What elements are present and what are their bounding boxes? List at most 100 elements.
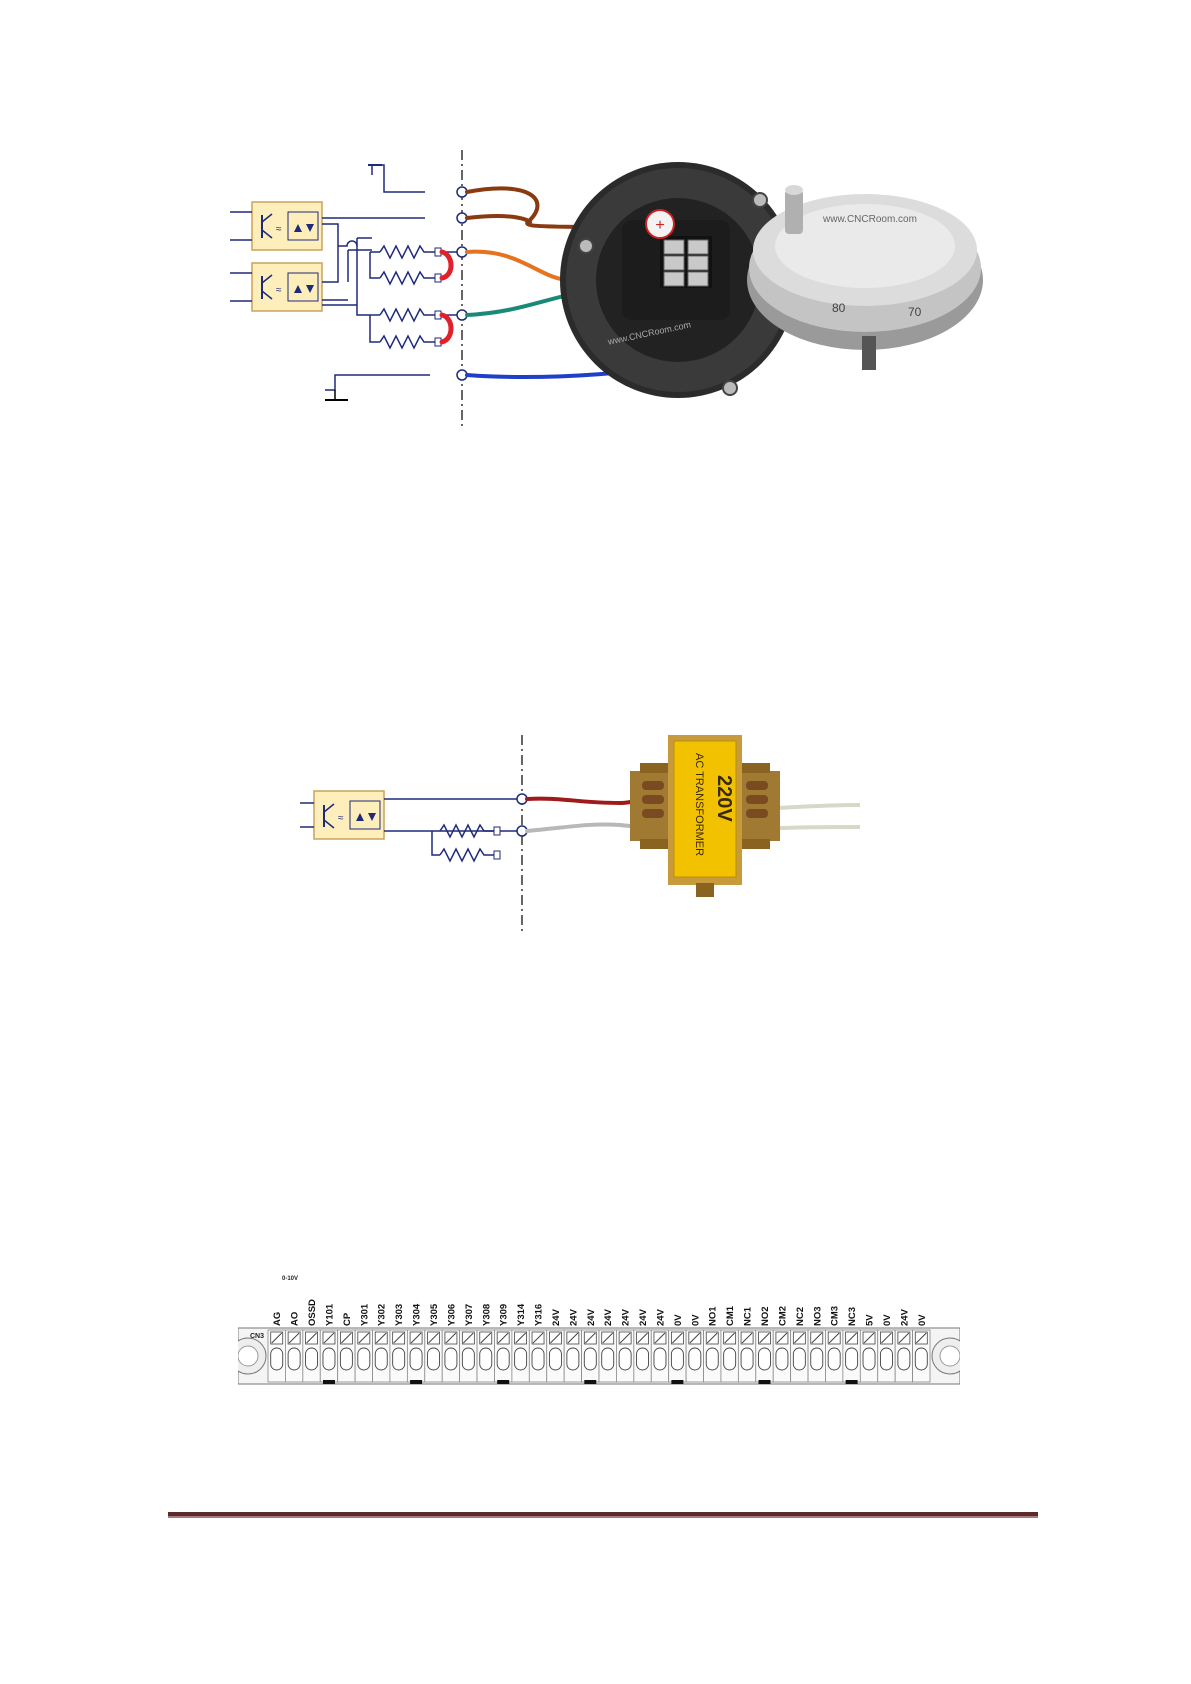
terminal-plus-symbol: + — [655, 217, 664, 234]
terminal-label: 0V — [673, 1314, 684, 1326]
resistor-terminals — [435, 248, 441, 346]
terminal-slots: AG AO OSSD Y101 CP Y301 Y302 Y303 Y304 Y305 Y306 Y3… — [268, 1299, 930, 1384]
terminal-label: Y302 — [377, 1304, 388, 1326]
terminal-12: Y307 — [460, 1304, 477, 1382]
terminal-7: Y302 — [373, 1304, 390, 1382]
terminal-label: 5V — [865, 1314, 876, 1326]
terminal-31: NC2 — [791, 1307, 808, 1382]
terminal-13: Y308 — [477, 1304, 494, 1382]
terminal-9: Y304 — [407, 1303, 424, 1384]
terminal-label: 24V — [655, 1308, 666, 1326]
terminal-11: Y306 — [442, 1304, 459, 1382]
terminal-2: AO — [285, 1312, 302, 1382]
connector-id: CN3 — [250, 1333, 264, 1340]
terminal-18: 24V — [564, 1308, 581, 1382]
optocoupler-3: ≈ — [300, 791, 384, 839]
terminal-14: Y309 — [494, 1304, 511, 1384]
terminal-label: CP — [342, 1312, 353, 1326]
terminal-label: 24V — [551, 1308, 562, 1326]
terminal-16: Y316 — [529, 1304, 546, 1382]
optocoupler-1: ≈ — [230, 202, 322, 250]
terminal-21: 24V — [616, 1308, 633, 1382]
terminal-label: Y304 — [412, 1303, 423, 1326]
terminal-23: 24V — [651, 1308, 668, 1382]
terminal-3: OSSD — [303, 1299, 320, 1382]
terminal-label: 0V — [882, 1314, 893, 1326]
handwheel-wiring-diagram: ≈ ≈ — [230, 150, 990, 430]
svg-text:≈: ≈ — [276, 224, 282, 235]
terminal-32: NO3 — [808, 1306, 825, 1382]
terminal-label: 24V — [586, 1308, 597, 1326]
dial-label-70: 70 — [908, 305, 922, 319]
range-label: 0-10V — [282, 1276, 298, 1282]
optocoupler-2: ≈ — [230, 263, 322, 311]
terminal-label: OSSD — [307, 1299, 318, 1326]
terminal-20: 24V — [599, 1308, 616, 1382]
terminal-label: 24V — [638, 1308, 649, 1326]
terminal-label: NC2 — [795, 1307, 806, 1326]
terminal-label: CM2 — [777, 1306, 788, 1326]
terminal-8: Y303 — [390, 1304, 407, 1382]
terminal-28: NC1 — [738, 1306, 755, 1382]
terminal-37: 24V — [895, 1308, 912, 1382]
terminal-10: Y305 — [425, 1303, 442, 1382]
terminal-30: CM2 — [773, 1306, 790, 1382]
transformer-resistor-terminals — [494, 827, 500, 859]
terminal-label: AG — [272, 1312, 283, 1326]
footer-divider — [168, 1512, 1038, 1518]
terminal-1: AG — [268, 1312, 285, 1382]
terminal-label: 24V — [603, 1308, 614, 1326]
terminal-label: CM1 — [725, 1305, 736, 1326]
terminal-label: Y101 — [324, 1303, 335, 1326]
terminal-label: Y309 — [499, 1304, 510, 1326]
terminal-label: 0V — [690, 1314, 701, 1326]
terminal-label: NO1 — [708, 1306, 719, 1326]
terminal-label: 24V — [621, 1308, 632, 1326]
terminal-15: Y314 — [512, 1303, 529, 1382]
terminal-27: CM1 — [721, 1305, 738, 1382]
terminal-33: CM3 — [825, 1306, 842, 1382]
terminal-24: 0V — [669, 1314, 686, 1384]
transformer-image: 220V AC TRANSFORMER — [630, 735, 780, 897]
terminal-25: 0V — [686, 1314, 703, 1382]
terminal-label: Y307 — [464, 1304, 475, 1326]
terminal-6: Y301 — [355, 1303, 372, 1382]
terminal-22: 24V — [634, 1308, 651, 1382]
terminal-block-diagram: CN3 0-10V AG AO OSSD Y101 CP Y301 Y302 Y303 Y304… — [238, 1268, 960, 1388]
terminal-label: Y314 — [516, 1303, 527, 1326]
terminal-label: NC3 — [847, 1307, 858, 1326]
terminal-label: NO3 — [812, 1306, 823, 1326]
terminal-label: Y305 — [429, 1303, 440, 1326]
terminal-label: 24V — [568, 1308, 579, 1326]
terminal-4: Y101 — [320, 1303, 337, 1384]
terminal-label: 0V — [917, 1314, 928, 1326]
watermark-front: www.CNCRoom.com — [822, 214, 917, 225]
terminal-label: Y316 — [534, 1304, 545, 1326]
terminal-36: 0V — [878, 1314, 895, 1382]
terminal-29: NO2 — [756, 1306, 773, 1384]
terminal-label: Y301 — [359, 1303, 370, 1326]
terminal-label: AO — [290, 1312, 301, 1326]
terminal-17: 24V — [547, 1308, 564, 1382]
dial-label-80: 80 — [832, 301, 846, 315]
terminal-label: Y303 — [394, 1304, 405, 1326]
terminal-label: 24V — [899, 1308, 910, 1326]
transformer-circuit-wires — [384, 799, 522, 861]
svg-text:≈: ≈ — [276, 285, 282, 296]
handwheel-front-image: www.CNCRoom.com 70 80 — [747, 185, 983, 370]
terminal-5: CP — [338, 1312, 355, 1382]
terminal-label: Y306 — [446, 1304, 457, 1326]
terminal-label: CM3 — [830, 1306, 841, 1326]
terminal-label: Y308 — [481, 1304, 492, 1326]
transformer-wiring-diagram: ≈ — [300, 735, 860, 935]
terminal-label: NO2 — [760, 1306, 771, 1326]
transformer-voltage: 220V — [713, 775, 735, 822]
terminal-34: NC3 — [843, 1307, 860, 1384]
terminal-19: 24V — [582, 1308, 599, 1384]
transformer-label: AC TRANSFORMER — [693, 753, 705, 856]
terminal-label: NC1 — [743, 1306, 754, 1326]
terminal-26: NO1 — [704, 1306, 721, 1382]
svg-text:≈: ≈ — [338, 813, 344, 824]
terminal-38: 0V — [913, 1314, 930, 1382]
jumpers — [442, 252, 451, 342]
